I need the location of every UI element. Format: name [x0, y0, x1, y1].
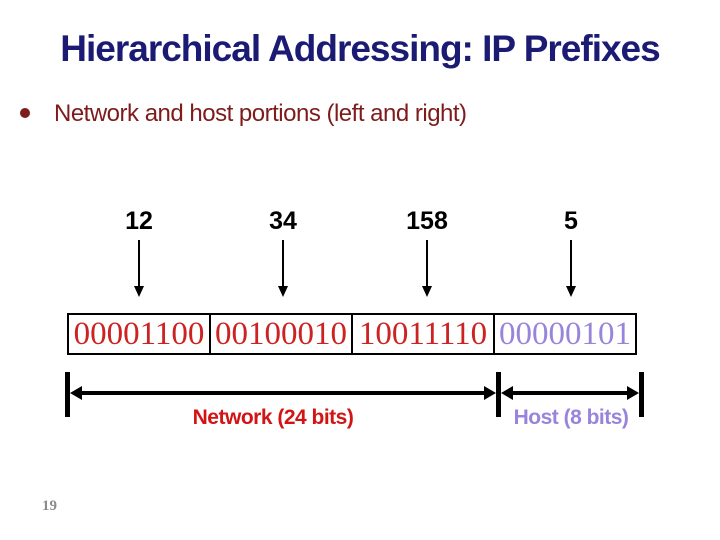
page-title: Hierarchical Addressing: IP Prefixes: [60, 28, 660, 69]
down-arrowhead-icon: [566, 286, 576, 297]
host-span-right-arrowhead-icon: [627, 386, 639, 400]
host-span-left-arrowhead-icon: [501, 386, 513, 400]
down-arrow-icon: [138, 240, 140, 287]
binary-cell-3: 10011110: [351, 313, 495, 355]
binary-cell-1: 00001100: [67, 313, 211, 355]
down-arrow-icon: [282, 240, 284, 287]
octet-decimal-4: 5: [564, 207, 578, 235]
down-arrow-icon: [426, 240, 428, 287]
binary-cell-2: 00100010: [209, 313, 353, 355]
host-span-arrow: [511, 391, 629, 395]
dimension-tick-left: [65, 372, 70, 417]
dimension-tick-right: [639, 372, 644, 417]
octet-decimal-3: 158: [406, 207, 448, 235]
bullet-text: Network and host portions (left and righ…: [54, 100, 467, 127]
binary-box-row: 00001100 00100010 10011110 00000101: [67, 313, 637, 355]
dimension-tick-middle: [496, 372, 501, 417]
down-arrowhead-icon: [278, 286, 288, 297]
bullet-icon: [20, 108, 30, 118]
octet-decimal-2: 34: [269, 207, 297, 235]
down-arrow-icon: [570, 240, 572, 287]
network-span-label: Network (24 bits): [192, 406, 354, 429]
network-span-left-arrowhead-icon: [70, 386, 82, 400]
network-span-right-arrowhead-icon: [484, 386, 496, 400]
down-arrowhead-icon: [134, 286, 144, 297]
octet-decimal-1: 12: [125, 207, 153, 235]
host-span-label: Host (8 bits): [513, 406, 629, 429]
page-number: 19: [42, 498, 57, 514]
down-arrowhead-icon: [422, 286, 432, 297]
network-span-arrow: [80, 391, 486, 395]
binary-cell-4: 00000101: [493, 313, 637, 355]
